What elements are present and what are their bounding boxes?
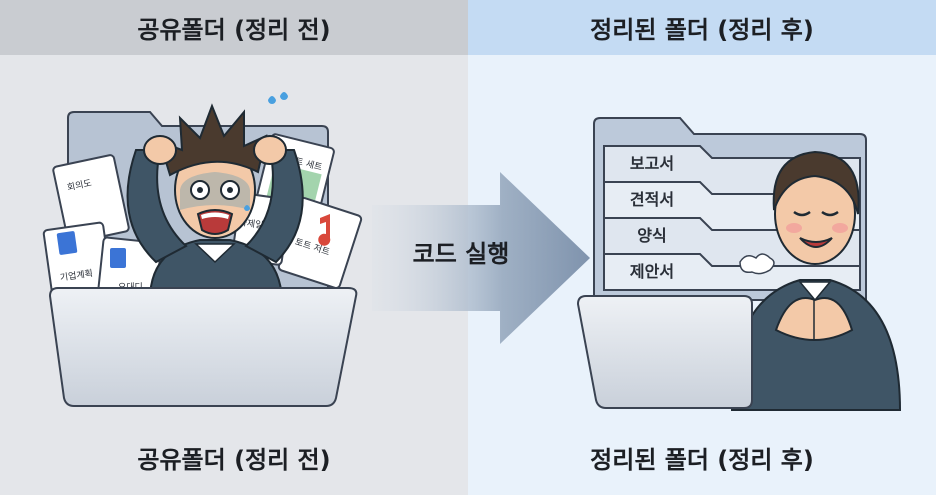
folder-tab-label: 보고서 xyxy=(629,154,675,173)
arrow-label: 코드 실행 xyxy=(412,240,510,268)
folder-tab-label: 견적서 xyxy=(629,190,675,209)
messy-folder-front xyxy=(48,287,358,407)
process-arrow xyxy=(372,172,590,344)
folder-tab-label: 양식 xyxy=(637,226,667,245)
after-caption: 정리된 폴더 (정리 후) xyxy=(590,446,814,474)
before-header: 공유폴더 (정리 전) xyxy=(0,0,468,55)
stressed-person-icon xyxy=(126,92,304,301)
after-header: 정리된 폴더 (정리 후) xyxy=(468,0,936,55)
messy-file-label: 회의도 xyxy=(66,178,93,194)
folder-tab-label: 제안서 xyxy=(629,262,675,281)
relieved-person-icon xyxy=(730,150,902,411)
organized-folder-front xyxy=(576,295,753,409)
before-caption: 공유폴더 (정리 전) xyxy=(137,446,331,474)
